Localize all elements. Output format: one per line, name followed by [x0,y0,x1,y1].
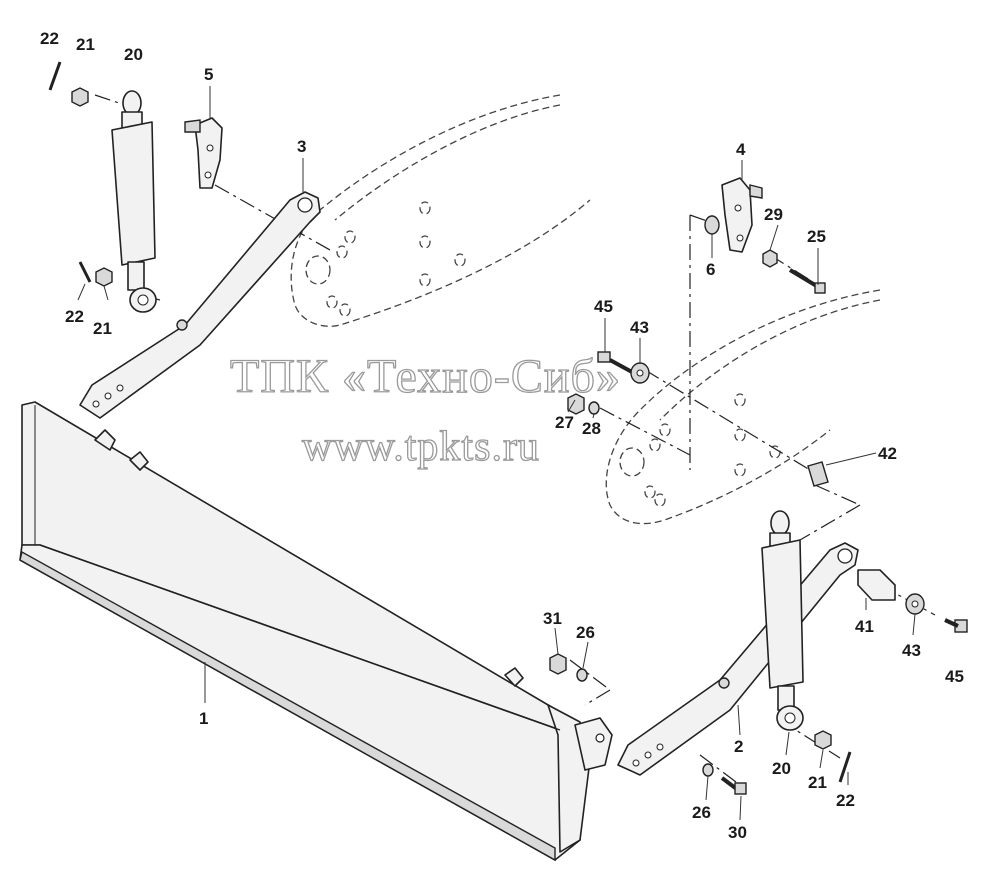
callout-20-top: 20 [124,45,143,64]
lower-frame-outline [605,289,881,525]
callout-1: 1 [199,709,208,728]
callout-20-bottom: 20 [772,759,791,778]
callout-41: 41 [855,617,874,636]
callout-43-lower: 43 [902,641,921,660]
leader-lines [77,86,916,821]
callout-22-left: 22 [65,307,84,326]
callout-28: 28 [582,419,601,438]
callout-2: 2 [734,737,743,756]
callout-42: 42 [878,444,897,463]
hydraulic-cylinder-left [111,90,157,313]
callout-26-blade: 26 [576,623,595,642]
callout-22-bottom: 22 [836,791,855,810]
dozer-blade [19,401,613,862]
callout-27: 27 [555,413,574,432]
upper-frame-outline [290,94,591,327]
watermark-url: www.tpkts.ru [302,424,540,470]
callout-25: 25 [807,227,826,246]
push-arm-left [79,191,321,419]
callout-4: 4 [736,140,746,159]
callout-31: 31 [543,609,562,628]
callout-45-lower: 45 [945,667,964,686]
hardware [48,61,968,795]
callout-22-top: 22 [40,29,59,48]
callout-labels: 22 21 20 5 3 4 29 25 6 22 21 45 43 27 28… [40,29,964,842]
callout-21-left: 21 [93,319,112,338]
callout-29: 29 [764,205,783,224]
callout-3: 3 [297,137,306,156]
hydraulic-cylinder-right [761,510,804,731]
callout-5: 5 [204,65,213,84]
callout-6: 6 [706,260,715,279]
bracket-4 [721,177,763,253]
callout-21-bottom: 21 [808,773,827,792]
callout-26-bottom: 26 [692,803,711,822]
callout-21-top: 21 [76,35,95,54]
callout-43-upper: 43 [630,318,649,337]
watermark-company: ТПК «Техно-Сиб» [230,350,621,403]
callout-45-upper: 45 [594,297,613,316]
bracket-5 [184,117,223,189]
callout-30: 30 [728,823,747,842]
